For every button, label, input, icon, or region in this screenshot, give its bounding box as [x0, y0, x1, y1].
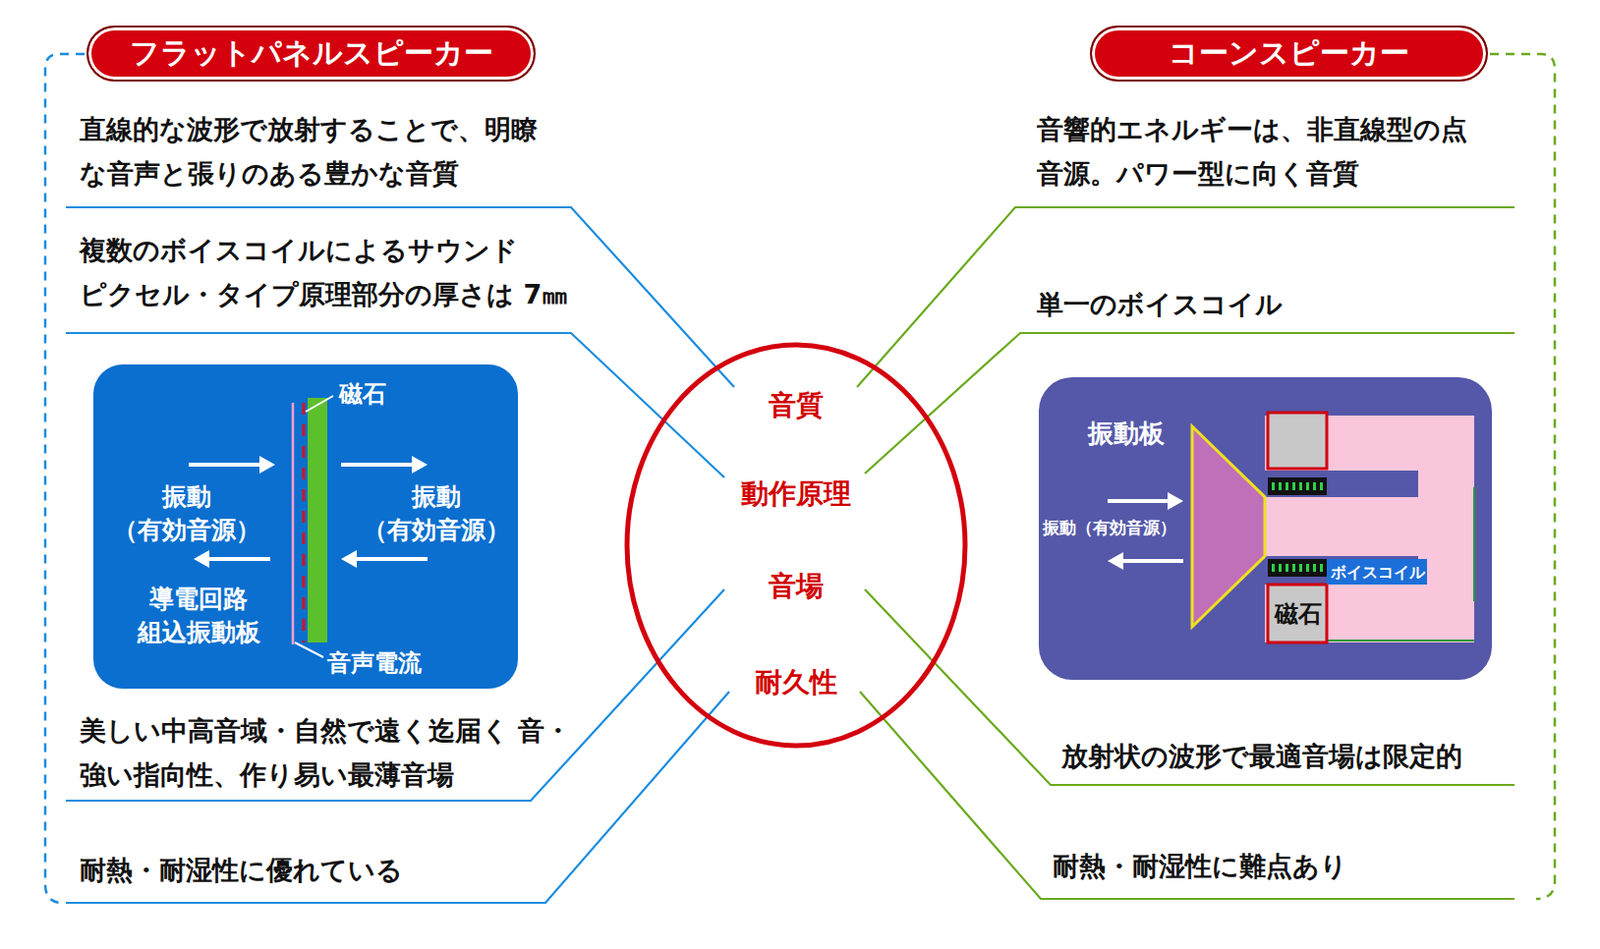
- callout-text: 複数のボイスコイルによるサウンド ピクセル・タイプ原理部分の厚さは 7㎜: [79, 228, 584, 317]
- callout-text: 放射状の波形で最適音場は限定的: [1061, 735, 1566, 780]
- bracket-right: [1489, 54, 1555, 900]
- title-pill: コーンスピーカー: [1089, 25, 1488, 82]
- callout-text: 美しい中高音域・自然で遠く迄届く 音・強い指向性、作り易い最薄音場: [79, 709, 584, 798]
- line-shape: [1107, 499, 1168, 504]
- node-text: 磁石: [1274, 598, 1322, 630]
- line-shape: [305, 396, 334, 412]
- node-text: 耐久性: [754, 664, 838, 702]
- rect-shape: [1264, 470, 1419, 498]
- line-shape: [1326, 639, 1475, 642]
- rect-shape: [1267, 559, 1327, 577]
- node-text: 導電回路 組込振動板: [114, 582, 283, 650]
- line-shape: [1123, 559, 1184, 564]
- line-shape: [341, 462, 412, 467]
- leader-line: [65, 691, 730, 904]
- rect-shape: [1267, 412, 1327, 469]
- line-shape: [209, 557, 271, 562]
- line-shape: [356, 557, 428, 562]
- node-text: 振動 （有効音源）: [107, 480, 267, 548]
- flat-panel-illustration: 磁石振動 （有効音源） 振動 （有効音源） 導電回路 組込振動板音声電流: [93, 364, 518, 689]
- node-text: ボイスコイル: [1330, 562, 1426, 584]
- node-text: 音質: [768, 387, 824, 425]
- line-shape: [291, 402, 295, 645]
- line-shape: [302, 402, 306, 643]
- rect-shape: [1267, 584, 1327, 643]
- polygon-shape: [259, 456, 276, 474]
- node-text: 音場: [768, 568, 824, 606]
- node-text: コーンスピーカー: [1168, 33, 1410, 74]
- center-ellipse: 音質動作原理音場耐久性: [623, 341, 970, 750]
- title-pill: フラットパネルスピーカー: [86, 25, 536, 82]
- line-shape: [188, 462, 260, 467]
- rect-shape: [1326, 559, 1428, 585]
- ellipse-shape: [627, 344, 966, 746]
- node-text: 振動 （有効音源）: [356, 480, 516, 548]
- line-shape: [294, 642, 324, 658]
- node-text: 音声電流: [327, 647, 422, 680]
- polygon-shape: [1192, 426, 1265, 628]
- callout-text: 耐熱・耐湿性に難点あり: [1052, 845, 1557, 890]
- rect-shape: [1267, 477, 1327, 496]
- line-shape: [1271, 564, 1324, 572]
- node-text: 振動板: [1087, 416, 1165, 452]
- g-shape: [65, 207, 735, 904]
- node-text: 振動（有効音源）: [1042, 516, 1177, 540]
- callout-text: 直線的な波形で放射することで、明瞭 な音声と張りのある豊かな音質: [79, 108, 584, 196]
- callout-text: 単一のボイスコイル: [1036, 283, 1542, 328]
- callout-text: 耐熱・耐湿性に優れている: [79, 849, 584, 894]
- line-shape: [1473, 487, 1476, 602]
- polygon-shape: [1167, 492, 1184, 511]
- node-text: 動作原理: [741, 475, 852, 514]
- node-text: フラットパネルスピーカー: [129, 33, 494, 74]
- polygon-shape: [193, 550, 210, 569]
- bracket-left: [45, 54, 85, 904]
- callout-text: 音響的エネルギーは、非直線型の点 音源。パワー型に向く音質: [1036, 108, 1542, 196]
- rect-shape: [307, 398, 328, 643]
- node-text: 磁石: [339, 378, 387, 410]
- line-shape: [1271, 482, 1324, 491]
- polygon-shape: [411, 456, 428, 474]
- g-shape: [45, 54, 1555, 904]
- cone-speaker-illustration: 振動板振動（有効音源） ボイスコイル磁石: [1038, 377, 1492, 681]
- polygon-shape: [341, 550, 357, 569]
- leader-line: [65, 207, 735, 388]
- polygon-shape: [1107, 552, 1124, 571]
